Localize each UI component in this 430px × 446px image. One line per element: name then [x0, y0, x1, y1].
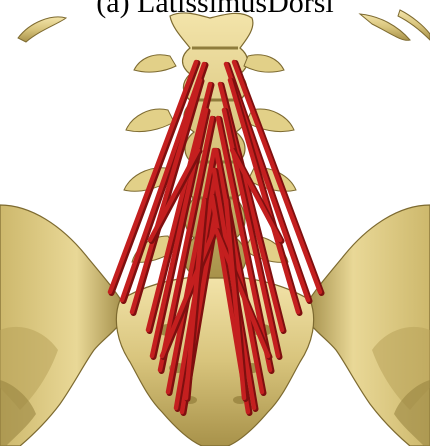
right-iliac-wing [302, 205, 430, 446]
right-rib [360, 10, 430, 40]
sacrum [116, 276, 313, 446]
left-rib [18, 17, 66, 42]
left-iliac-wing [0, 205, 128, 446]
